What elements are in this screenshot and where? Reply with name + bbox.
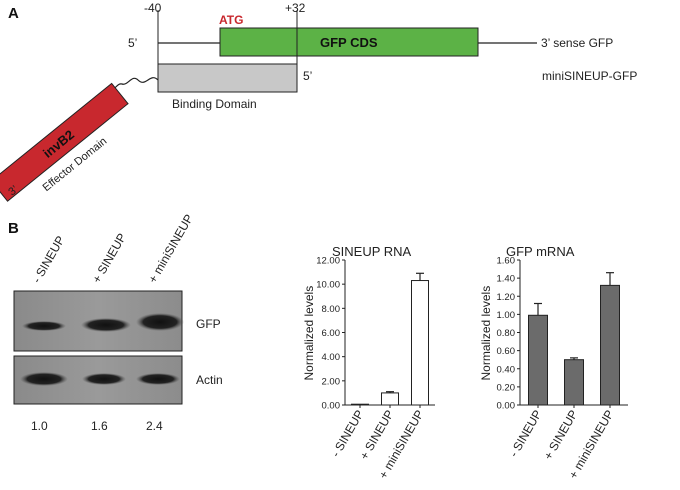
chart-title: GFP mRNA: [506, 244, 575, 259]
marker-plus32-label: +32: [285, 1, 306, 15]
gfp-band-1: [22, 321, 66, 331]
bar: [528, 314, 548, 406]
quant-2: 1.6: [91, 419, 108, 433]
y-tick-label: 4.00: [322, 352, 341, 363]
y-tick-label: 0.40: [497, 364, 516, 375]
binding-domain-label: Binding Domain: [172, 97, 257, 111]
binding-domain-box: [157, 63, 298, 93]
linker-line: [111, 77, 159, 91]
mini-sineup-label: miniSINEUP-GFP: [542, 69, 637, 83]
panel-a-letter: A: [8, 5, 19, 22]
bar: [351, 403, 369, 406]
actin-band-3: [136, 373, 180, 385]
y-tick-label: 1.60: [497, 256, 516, 267]
y-tick-label: 2.00: [322, 376, 341, 387]
y-axis-label: Normalized levels: [302, 286, 316, 381]
effector-domain-group: invB2 Effector Domain: [0, 82, 129, 202]
y-tick-label: 0.60: [497, 346, 516, 357]
bar: [381, 392, 399, 406]
quant-1: 1.0: [31, 419, 48, 433]
lane-label-3: + miniSINEUP: [145, 212, 196, 286]
blot-row-label-actin: Actin: [196, 373, 223, 387]
actin-band-2: [82, 373, 126, 385]
y-tick-label: 0.00: [497, 401, 516, 412]
quant-3: 2.4: [146, 419, 163, 433]
bar: [600, 284, 620, 406]
chart-sineup-rna: SINEUP RNA Normalized levels 0.00 2.00 4.00 6…: [302, 244, 435, 481]
three-prime-sense-label: 3’ sense GFP: [541, 36, 613, 50]
bar: [411, 280, 429, 406]
gfp-cds-label: GFP CDS: [320, 35, 378, 50]
y-tick-label: 0.00: [322, 401, 341, 412]
y-tick-label: 6.00: [322, 328, 341, 339]
chart-title: SINEUP RNA: [332, 244, 412, 259]
lane-label-2: + SINEUP: [89, 231, 129, 286]
gfp-band-3: [136, 313, 184, 331]
y-tick-label: 12.00: [316, 256, 340, 267]
y-tick-label: 1.00: [497, 310, 516, 321]
y-tick-label: 1.20: [497, 292, 516, 303]
x-tick-label: - SINEUP: [506, 408, 544, 460]
y-tick-label: 0.20: [497, 382, 516, 393]
five-prime-sense-label: 5’: [128, 36, 137, 50]
gfp-cds-box: [219, 27, 479, 57]
effector-domain-box: [0, 82, 129, 202]
blot-row-label-gfp: GFP: [196, 317, 221, 331]
bar: [564, 359, 584, 406]
y-tick-label: 0.80: [497, 328, 516, 339]
y-tick-label: 1.40: [497, 274, 516, 285]
x-tick-label: + SINEUP: [541, 408, 581, 463]
lane-label-1: - SINEUP: [29, 233, 67, 285]
gfp-band-2: [81, 318, 131, 332]
five-prime-binding-label: 5’: [303, 69, 312, 83]
actin-band-1: [20, 372, 68, 386]
y-tick-label: 10.00: [316, 280, 340, 291]
chart-gfp-mrna: GFP mRNA Normalized levels 0.00 0.20 0.40 0.6…: [479, 244, 628, 481]
y-tick-label: 8.00: [322, 304, 341, 315]
panel-b-letter: B: [8, 220, 19, 237]
marker-minus40-label: -40: [144, 1, 162, 15]
y-axis-label: Normalized levels: [479, 286, 493, 381]
atg-label: ATG: [219, 13, 243, 27]
